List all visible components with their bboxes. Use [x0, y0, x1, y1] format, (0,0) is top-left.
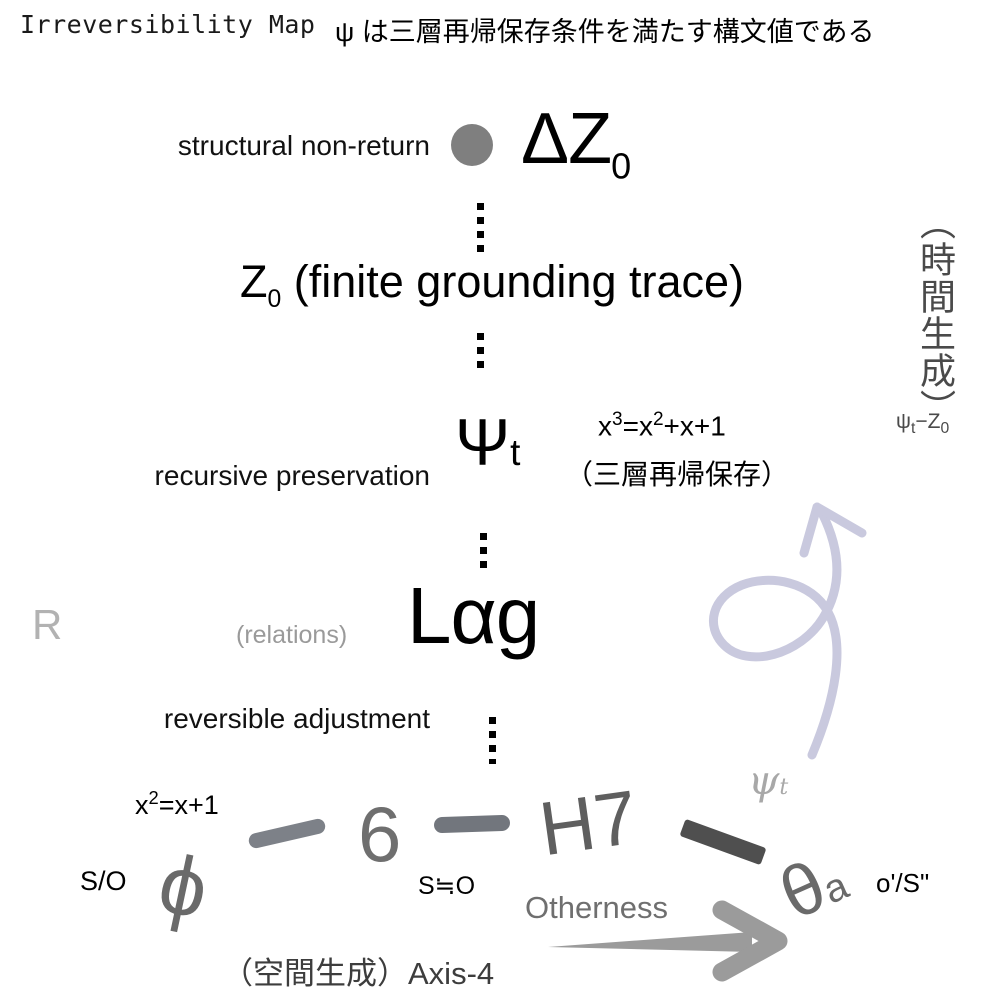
formula-cubic-rest: +x+1: [663, 410, 726, 442]
connector-bar-2: [433, 814, 511, 834]
connector-bar-3: [679, 818, 767, 866]
node-psi-t-subscript: t: [510, 432, 521, 473]
formula-cubic-mid: =x: [622, 410, 653, 442]
node-z0-description: (finite grounding trace): [281, 256, 745, 307]
symbol-phi: ϕ: [150, 835, 217, 937]
label-reversible-adjustment: reversible adjustment: [163, 703, 430, 734]
label-s-over-o: S/O: [80, 866, 127, 896]
dotted-connector-4: [489, 717, 496, 764]
symbol-h7: H7: [534, 774, 643, 873]
node-z0-subscript: 0: [267, 286, 282, 313]
node-z0-text: Z: [240, 256, 268, 307]
symbol-theta-a: θa: [768, 836, 858, 936]
formula-cubic-exponent-2: 2: [652, 409, 664, 430]
node-z0: Z0 (finite grounding trace): [240, 256, 744, 314]
formula-cubic: x3=x2+x+1: [598, 409, 726, 442]
label-floating-psi-t: ψt: [748, 758, 788, 804]
formula-quadratic-lhs: x: [135, 790, 149, 820]
z-subscript: 0: [940, 420, 950, 438]
node-psi-t: Ψt: [455, 404, 520, 480]
label-o-prime-s-double-prime: o'/S": [876, 868, 930, 898]
psi-symbol: ψ: [896, 410, 911, 433]
symbol-six: 6: [358, 790, 402, 878]
psi-subscript: t: [910, 420, 916, 438]
formula-quadratic-rest: =x+1: [158, 790, 219, 820]
formula-quadratic: x2=x+1: [135, 787, 219, 821]
connector-bar-1: [247, 817, 327, 850]
floating-psi-subscript: t: [779, 775, 789, 800]
label-relations: (relations): [236, 621, 348, 649]
dotted-connector-1: [477, 203, 484, 257]
node-delta-z0-subscript: 0: [611, 145, 631, 187]
label-psi-t-minus-z0: ψt−Z0: [896, 410, 949, 438]
node-psi-t-text: Ψ: [455, 405, 511, 479]
node-delta-z0: ΔZ0: [521, 98, 631, 187]
label-R: R: [32, 601, 63, 648]
formula-cubic-exponent-3: 3: [612, 409, 623, 430]
floating-psi-symbol: ψ: [748, 758, 780, 804]
node-lag: Lαg: [407, 571, 540, 660]
minus-z-text: −Z: [915, 410, 941, 433]
formula-cubic-japanese-caption: （三層再帰保存）: [565, 459, 790, 490]
label-s-approx-o: S≒O: [418, 872, 476, 900]
dotted-connector-2: [477, 333, 484, 375]
node-dot-icon: [451, 124, 493, 166]
page-subtitle: ψ は三層再帰保存条件を満たす構文値である: [335, 17, 875, 47]
formula-quadratic-exponent: 2: [148, 787, 159, 808]
dotted-connector-3: [480, 533, 487, 573]
curved-loop-arrow-icon: [708, 502, 867, 760]
vertical-label-time-generation: （時間生成）: [915, 204, 956, 426]
label-space-generation-axis4: （空間生成）Axis-4: [222, 956, 495, 991]
label-recursive-preservation: recursive preservation: [154, 460, 430, 491]
node-delta-z0-text: ΔZ: [521, 99, 612, 179]
label-structural-non-return: structural non-return: [177, 130, 430, 161]
formula-cubic-lhs: x: [598, 410, 612, 442]
label-otherness: Otherness: [525, 890, 669, 925]
page-title: Irreversibility Map: [20, 10, 316, 39]
